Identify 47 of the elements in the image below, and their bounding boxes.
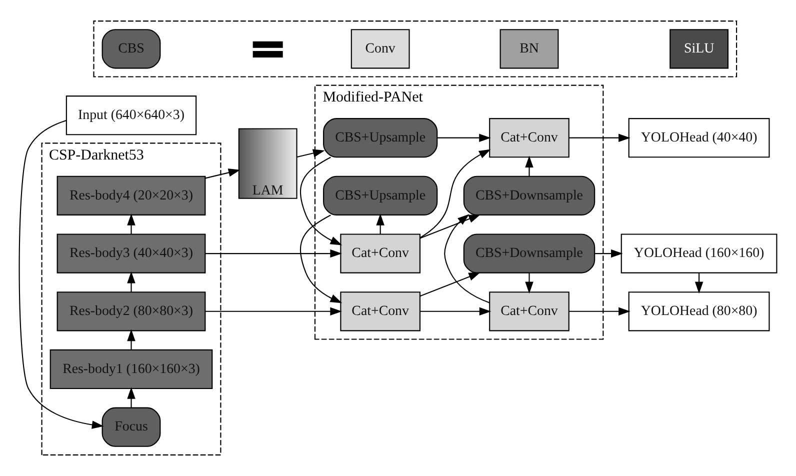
arrow — [569, 134, 630, 142]
node-box: Input (640×640×3) — [66, 96, 197, 136]
node-box: Cat+Conv — [340, 292, 420, 332]
node-box: Res-body2 (80×80×3) — [56, 292, 206, 332]
arrow — [205, 307, 342, 316]
arrow — [127, 214, 136, 234]
node-box: CBS — [102, 29, 161, 69]
node-box: Conv — [350, 29, 410, 69]
node-box: CBS+Downsample — [463, 234, 596, 274]
arrow — [594, 249, 623, 258]
arrow — [376, 214, 384, 234]
arrow — [437, 134, 491, 142]
node-box: Cat+Conv — [489, 118, 570, 158]
node-box: Cat+Conv — [340, 234, 420, 274]
arrow — [420, 307, 492, 316]
node-box: Res-body1 (160×160×3) — [50, 349, 213, 390]
node-box: CBS+Upsample — [323, 118, 438, 158]
node-box: Focus — [102, 407, 161, 447]
arrow — [205, 168, 240, 179]
arrow — [127, 329, 136, 350]
node-box: YOLOHead (80×80) — [628, 292, 770, 332]
arrow — [296, 149, 325, 158]
arrow — [444, 214, 490, 304]
arrow — [694, 273, 704, 294]
node-box: CBS+Upsample — [323, 176, 438, 216]
node-box: CBS+Downsample — [463, 176, 596, 216]
arrow — [127, 387, 136, 408]
arrow — [127, 271, 136, 292]
arrow — [525, 156, 534, 176]
arrow — [420, 272, 481, 297]
node-box: BN — [500, 29, 559, 69]
arrow — [420, 149, 491, 238]
node-box: Res-body3 (40×40×3) — [56, 234, 206, 274]
arrow — [569, 307, 630, 316]
arrow — [300, 214, 342, 304]
node-box: YOLOHead (40×40) — [628, 118, 770, 158]
node-box: SiLU — [670, 29, 728, 69]
arrow — [525, 273, 534, 294]
cluster — [93, 20, 738, 78]
arrow — [18, 120, 104, 429]
arrow — [300, 156, 342, 246]
node-box: YOLOHead (160×160) — [620, 234, 778, 274]
node-box: Cat+Conv — [489, 292, 570, 332]
node-box: Res-body4 (20×20×3) — [56, 176, 206, 216]
arrow — [420, 214, 481, 239]
arrow — [205, 249, 342, 258]
node-box: LAM — [238, 128, 298, 199]
